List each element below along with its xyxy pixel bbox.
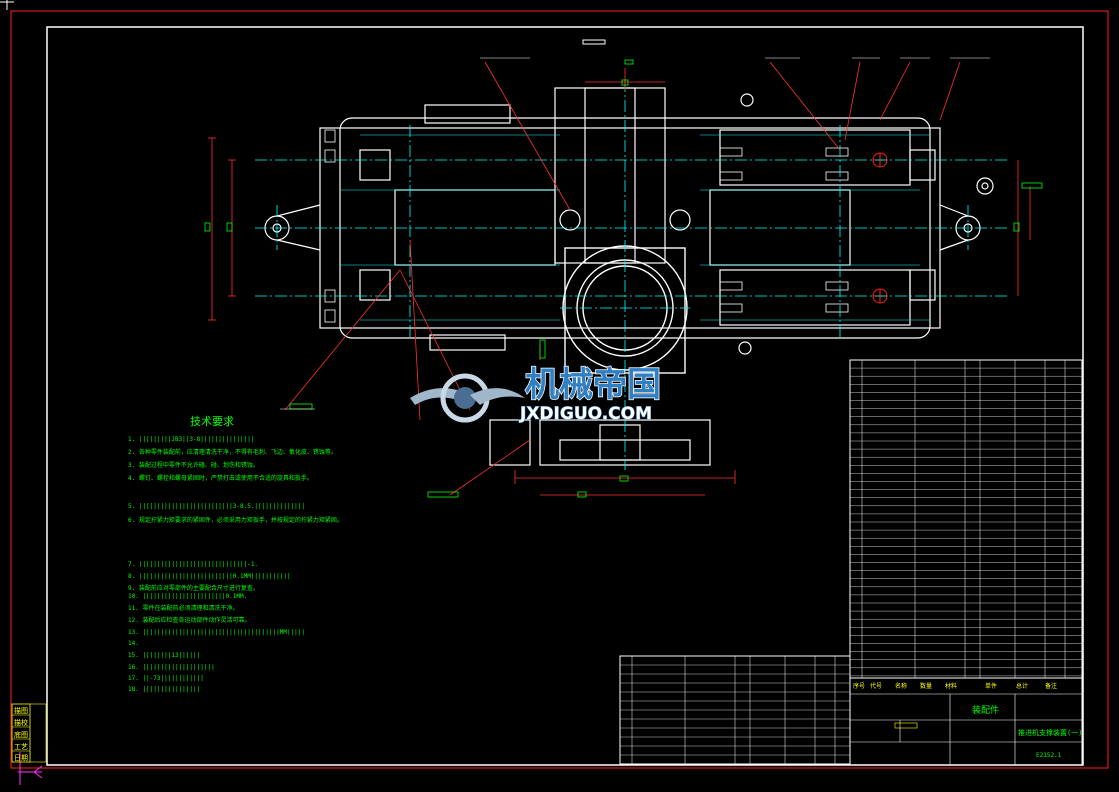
center-lines bbox=[255, 80, 1010, 470]
technical-notes: 技术要求 1. |||||||||JB3||3-8|||||||||||||||… bbox=[128, 415, 343, 693]
notes-heading: 技术要求 bbox=[190, 415, 234, 428]
note-17: 17. ||-73|||||||||||| bbox=[128, 675, 204, 682]
bom-header: 序号 代号 名称 数量 材料 单件 总计 备注 bbox=[853, 682, 1057, 690]
note-10: 10. |||||||||||||||||||||||0.1MM. bbox=[128, 593, 247, 600]
bom-header-4: 数量 bbox=[920, 682, 932, 690]
side-stamp-4: 工艺 bbox=[14, 743, 28, 751]
title-block: 装配件 推进机支撑装置(一) E2152.1 bbox=[849, 677, 1083, 766]
note-3: 3. 装配过程中零件不允许磕、碰、划伤和锈蚀。 bbox=[128, 461, 259, 469]
note-15: 15. ||||||||13|||||| bbox=[128, 652, 200, 659]
side-stamp-1: 描图 bbox=[14, 706, 28, 715]
bolt-pattern bbox=[324, 129, 849, 323]
bom-header-7: 总计 bbox=[1016, 682, 1028, 690]
note-5: 5. ||||||||||||||||||||||||||3-8.5.|||||… bbox=[128, 503, 305, 510]
note-11: 11. 零件在装配前必须清理和清洗干净。 bbox=[128, 604, 238, 612]
note-9: 9. 装配前应对零部件的主要配合尺寸进行复查。 bbox=[128, 584, 259, 592]
watermark: 机械帝国 JXDIGUO.COM bbox=[410, 364, 662, 425]
note-7: 7. ||||||||||||||||||||||||||||||-1. bbox=[128, 561, 258, 568]
bom-header-5: 材料 bbox=[945, 682, 957, 690]
side-stamp-3: 底图 bbox=[14, 730, 28, 739]
watermark-subtitle: JXDIGUO.COM bbox=[519, 404, 652, 424]
note-4: 4. 螺钉、螺栓和螺母紧固时，严禁打击或使用不合适的旋具和扳手。 bbox=[128, 474, 313, 482]
bom-header-2: 代号 bbox=[870, 682, 882, 690]
drawing-code: E2152.1 bbox=[1036, 752, 1062, 759]
bom-header-8: 备注 bbox=[1045, 682, 1057, 690]
bom-header-6: 单件 bbox=[985, 682, 997, 690]
side-stamp-5: 日期 bbox=[14, 754, 28, 762]
drawing-name: 推进机支撑装置(一) bbox=[1018, 728, 1082, 737]
cyan-construction bbox=[340, 134, 930, 321]
dimension-labels bbox=[204, 59, 1043, 498]
leader-ticks bbox=[280, 57, 990, 410]
watermark-title: 机械帝国 bbox=[525, 365, 661, 405]
dimension-lines bbox=[208, 61, 1031, 496]
side-stamp: 描图 描校 底图 工艺 日期 bbox=[11, 703, 47, 763]
note-14: 14. bbox=[128, 640, 139, 647]
note-13: 13. ||||||||||||||||||||||||||||||||||||… bbox=[128, 629, 305, 636]
assembly-label: 装配件 bbox=[972, 704, 999, 716]
side-stamp-2: 描校 bbox=[14, 718, 28, 727]
note-6: 6. 规定拧紧力矩要求的紧固件，必须采用力矩扳手，并按规定的拧紧力矩紧固。 bbox=[128, 516, 343, 524]
bom-header-1: 序号 bbox=[853, 682, 865, 690]
parts-list bbox=[849, 359, 1083, 679]
note-1: 1. |||||||||JB3||3-8||||||||||||||| bbox=[128, 436, 254, 443]
assembly-view[interactable] bbox=[204, 57, 1043, 498]
note-18: 18. |||||||||||||||| bbox=[128, 686, 200, 693]
note-8: 8. ||||||||||||||||||||||||||0.1MM||||||… bbox=[128, 573, 291, 580]
note-16: 16. |||||||||||||||||||| bbox=[128, 664, 215, 671]
bom-header-3: 名称 bbox=[895, 682, 907, 690]
note-12: 12. 装配后应检查各运动部件动作灵活可靠。 bbox=[128, 616, 250, 624]
note-2: 2. 各种零件装配前，应清理清洗干净，不得有毛刺、飞边、氧化皮、锈蚀等。 bbox=[128, 448, 337, 456]
